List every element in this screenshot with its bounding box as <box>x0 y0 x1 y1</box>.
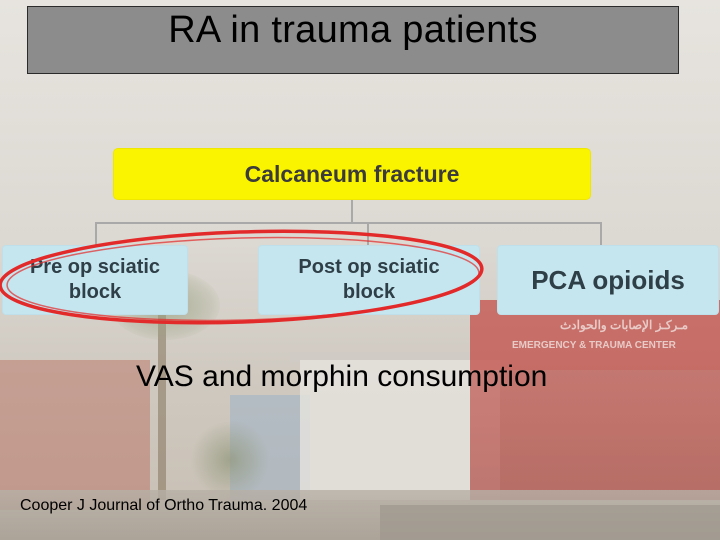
child-1-line-2: block <box>68 281 122 303</box>
child-1-line-1: Pre op sciatic <box>29 256 161 278</box>
connector-horizontal <box>95 222 602 224</box>
diagram-child-pre-op-sciatic-block: Pre op sciatic block <box>2 245 188 315</box>
connector-branch-2 <box>367 222 369 245</box>
diagram-child-post-op-sciatic-block: Post op sciatic block <box>258 245 480 315</box>
slide-citation: Cooper J Journal of Ortho Trauma. 2004 <box>20 497 308 514</box>
connector-branch-3 <box>600 222 602 245</box>
diagram-root-label: Calcaneum fracture <box>244 160 460 187</box>
building-sign-arabic: مـركـز الإصابات والحوادث <box>560 318 689 332</box>
diagram-child-pca-opioids: PCA opioids <box>497 245 719 315</box>
slide-title: RA in trauma patients <box>168 8 538 51</box>
background-building-left <box>0 360 150 510</box>
palm-tree-trunk <box>158 300 166 500</box>
title-banner: RA in trauma patients <box>27 6 679 74</box>
building-sign-english: EMERGENCY & TRAUMA CENTER <box>512 340 676 351</box>
background-building-white <box>300 360 500 500</box>
slide-subtitle: VAS and morphin consumption <box>136 360 548 393</box>
diagram-root-box: Calcaneum fracture <box>114 149 590 199</box>
background-road <box>380 505 720 540</box>
child-3-label: PCA opioids <box>531 264 685 295</box>
background-bush <box>190 420 270 500</box>
connector-branch-1 <box>95 222 97 245</box>
child-2-line-2: block <box>342 281 396 303</box>
connector-root-stem <box>351 199 353 223</box>
background-building-roof <box>290 352 510 362</box>
child-2-line-1: Post op sciatic <box>298 256 440 278</box>
